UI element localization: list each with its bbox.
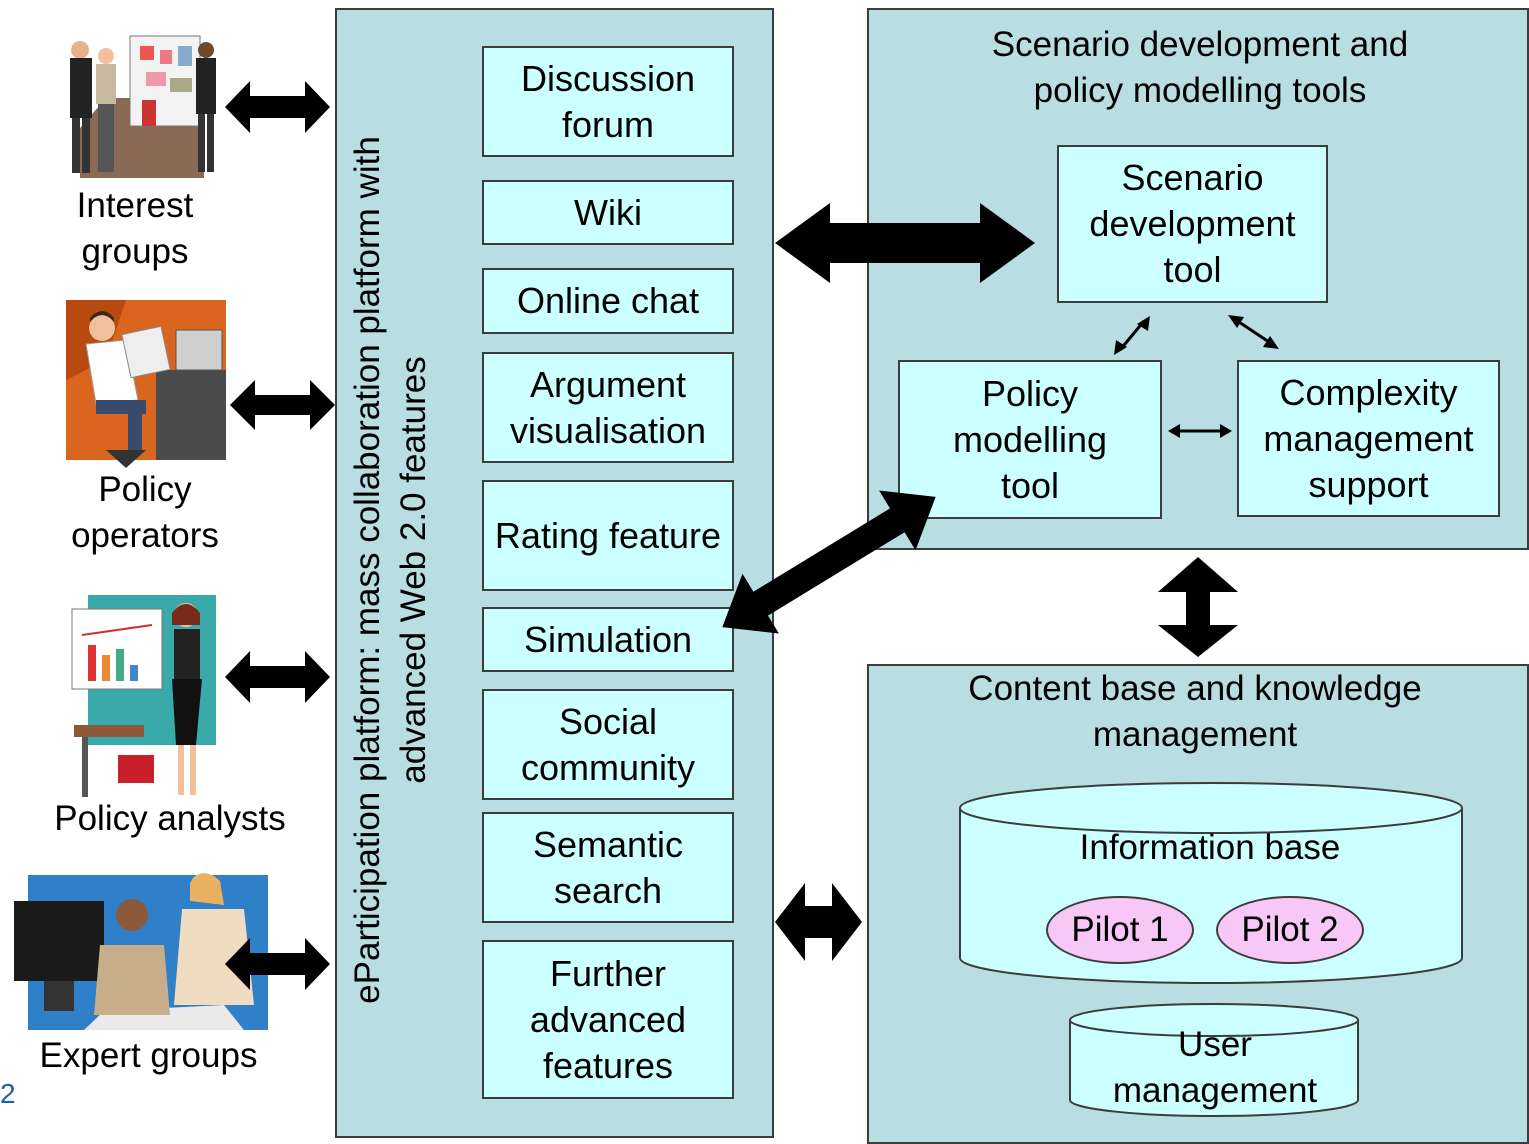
feature-argument-visualisation: Argument visualisation <box>482 352 734 463</box>
arrow-expert-groups <box>225 938 330 990</box>
feature-social-community: Social community <box>482 689 734 800</box>
feature-rating: Rating feature <box>482 480 734 591</box>
information-base-cylinder <box>959 782 1463 984</box>
arrow-platform-content <box>775 883 862 961</box>
feature-further-advanced: Further advanced features <box>482 940 734 1099</box>
actor-label-policy-analysts: Policy analysts <box>54 799 286 838</box>
feature-online-chat: Online chat <box>482 268 734 334</box>
arrow-interest-groups <box>225 81 330 133</box>
complexity-management-support: Complexity management support <box>1237 360 1500 517</box>
arrow-simulation-policy <box>722 490 936 634</box>
feature-discussion-forum: Discussion forum <box>482 46 734 157</box>
policy-modelling-tool: Policy modelling tool <box>898 360 1162 519</box>
user-management-cylinder <box>1069 1003 1359 1117</box>
page-number: 2 <box>0 1078 16 1109</box>
scenario-development-tool: Scenario development tool <box>1057 145 1328 303</box>
user-management-label: User management <box>1112 1025 1318 1110</box>
arrow-policy-analysts <box>225 651 330 703</box>
feature-wiki: Wiki <box>482 180 734 245</box>
expert-groups-picture <box>14 865 268 1035</box>
actor-label-policy-operators: Policy operators <box>71 470 219 555</box>
arrow-scenario-complexity <box>1235 318 1273 346</box>
arrow-policy-operators <box>230 380 335 430</box>
policy-operators-picture <box>66 300 226 470</box>
feature-semantic-search: Semantic search <box>482 812 734 923</box>
actor-label-interest-groups: Interest groups <box>76 186 194 271</box>
information-base-label: Information base <box>1079 828 1341 867</box>
tools-panel-title: Scenario development and policy modellin… <box>991 25 1409 110</box>
pilot-1: Pilot 1 <box>1046 896 1194 964</box>
policy-analysts-picture <box>68 595 216 805</box>
interest-groups-picture <box>66 28 218 178</box>
pilot-2: Pilot 2 <box>1216 896 1364 964</box>
feature-simulation: Simulation <box>482 607 734 672</box>
content-panel-title: Content base and knowledge management <box>968 669 1422 754</box>
actor-label-expert-groups: Expert groups <box>39 1036 258 1075</box>
arrow-platform-scenario <box>775 203 1035 283</box>
arrow-tools-content <box>1158 557 1238 657</box>
